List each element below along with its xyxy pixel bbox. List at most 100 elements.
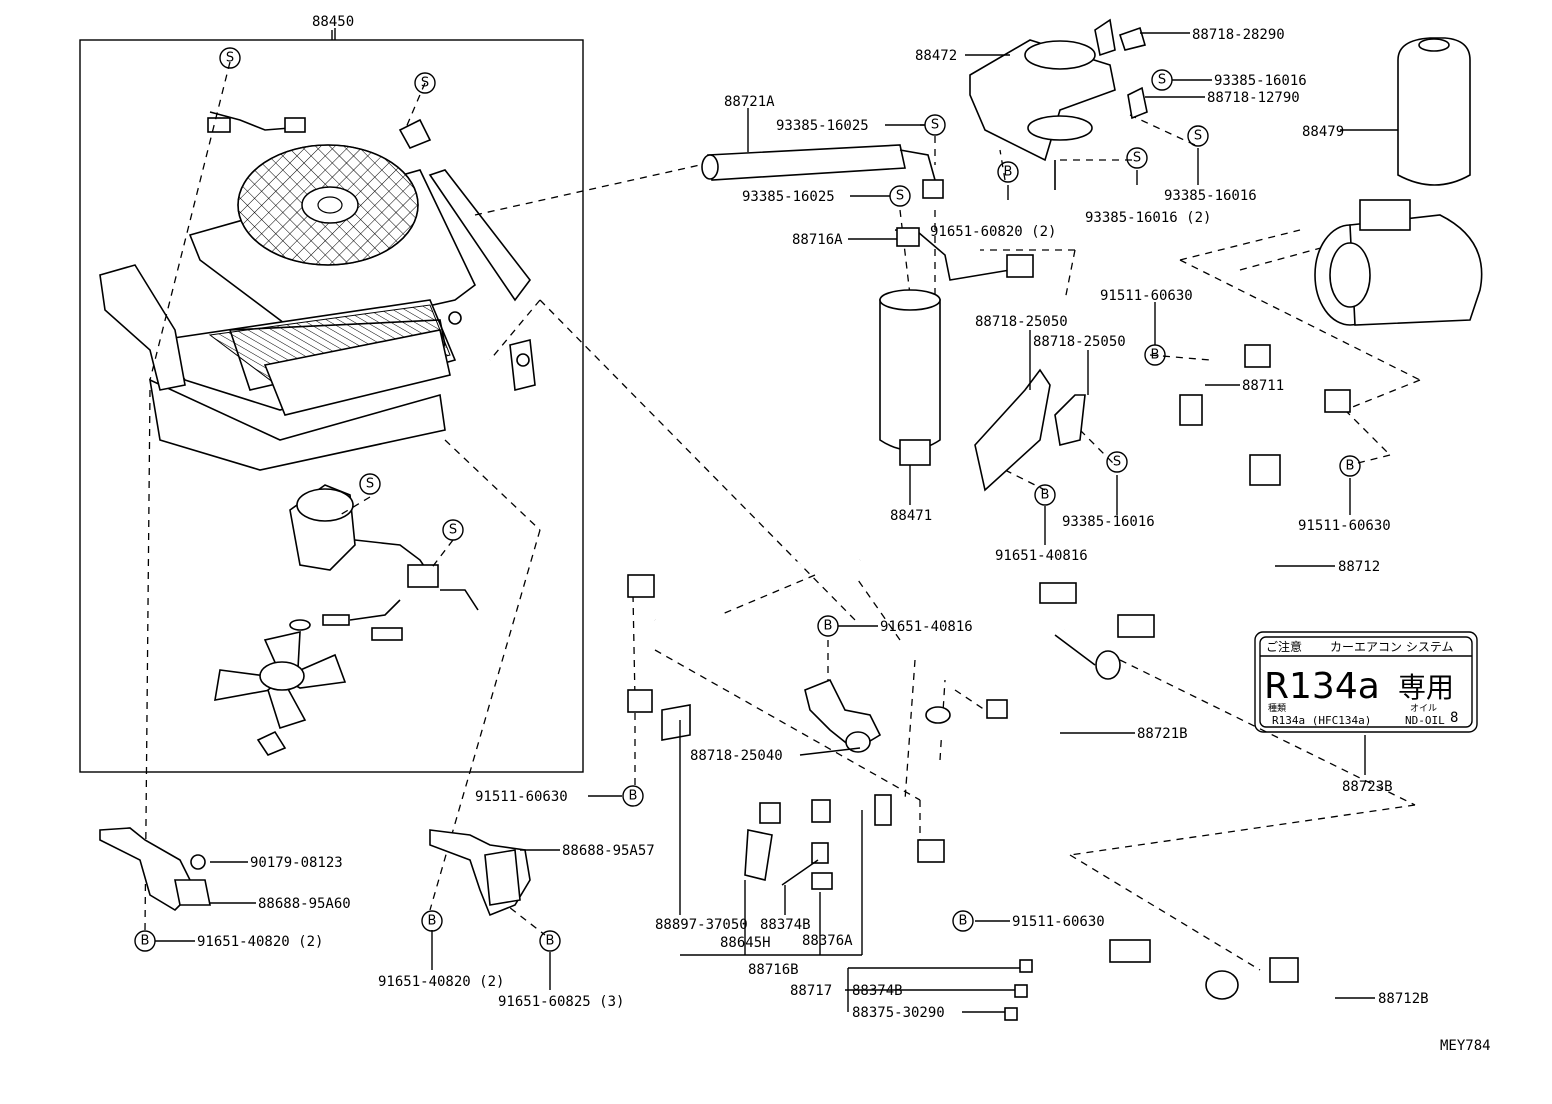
svg-text:B: B bbox=[428, 914, 437, 929]
part-label: 88376A bbox=[802, 933, 853, 949]
part-label: 91651-60825 (3) bbox=[498, 994, 624, 1010]
svg-text:S: S bbox=[1113, 455, 1121, 470]
symbol-b: B bbox=[952, 910, 974, 932]
clip-88718-28290 bbox=[1118, 26, 1147, 51]
part-label: 88450 bbox=[312, 14, 354, 30]
part-label: 93385-16025 bbox=[776, 118, 869, 134]
part-label: 91651-40816 bbox=[995, 548, 1088, 564]
clip-88718-12790 bbox=[1127, 86, 1148, 120]
svg-text:B: B bbox=[824, 619, 833, 634]
label-oil-key: オイル bbox=[1410, 703, 1437, 714]
svg-text:S: S bbox=[226, 51, 234, 66]
bracket-88718-25050-b bbox=[1054, 394, 1086, 446]
part-label: 88712 bbox=[1338, 559, 1380, 575]
part-label: 88688-95A60 bbox=[258, 896, 351, 912]
part-label: 88645H bbox=[720, 935, 771, 951]
symbol-s: S bbox=[1151, 69, 1173, 91]
part-label: 91651-40816 bbox=[880, 619, 973, 635]
label-oil-grade: 8 bbox=[1450, 710, 1458, 726]
tube-88721A bbox=[707, 144, 906, 181]
symbol-b: B bbox=[997, 161, 1019, 183]
fan-blade bbox=[214, 630, 347, 756]
cap-88897-37050 bbox=[661, 704, 691, 741]
part-label: 88717 bbox=[790, 983, 832, 999]
part-label: 91511-60630 bbox=[1012, 914, 1105, 930]
fastener-symbols: S S S S S S S S S S B B B B B B B B B B bbox=[134, 47, 1361, 952]
svg-text:B: B bbox=[1346, 459, 1355, 474]
svg-text:B: B bbox=[1151, 348, 1160, 363]
label-oil-value: ND-OIL bbox=[1405, 714, 1445, 727]
fan-nut bbox=[256, 730, 287, 756]
part-label: 93385-16016 bbox=[1062, 514, 1155, 530]
part-label: 88718-28290 bbox=[1192, 27, 1285, 43]
symbol-s: S bbox=[924, 114, 946, 136]
svg-text:S: S bbox=[896, 189, 904, 204]
svg-text:S: S bbox=[366, 477, 374, 492]
part-label: 88718-25040 bbox=[690, 748, 783, 764]
svg-text:S: S bbox=[1194, 129, 1202, 144]
switch-88645H bbox=[744, 829, 773, 881]
part-label: 91511-60630 bbox=[1100, 288, 1193, 304]
symbol-s: S bbox=[359, 473, 381, 495]
part-label: 93385-16025 bbox=[742, 189, 835, 205]
hoses bbox=[627, 344, 1351, 1030]
part-label: 88716B bbox=[748, 962, 799, 978]
symbol-b: B bbox=[622, 785, 644, 807]
label-type-value: R134a (HFC134a) bbox=[1272, 714, 1371, 727]
bracket-88472 bbox=[969, 18, 1116, 190]
part-label: 88716A bbox=[792, 232, 843, 248]
part-label: 88718-25050 bbox=[1033, 334, 1126, 350]
svg-text:B: B bbox=[959, 914, 968, 929]
symbol-s: S bbox=[1126, 147, 1148, 169]
label-header-right: カーエアコン システム bbox=[1330, 640, 1453, 654]
svg-text:B: B bbox=[629, 789, 638, 804]
part-label: 88718-25050 bbox=[975, 314, 1068, 330]
clamp-top bbox=[398, 118, 432, 150]
svg-text:B: B bbox=[546, 934, 555, 949]
part-label: 88374B bbox=[760, 917, 811, 933]
svg-text:B: B bbox=[1004, 165, 1013, 180]
lower-frame bbox=[148, 378, 446, 471]
label-header-left: ご注意 bbox=[1266, 639, 1302, 654]
leader-lines bbox=[155, 28, 1398, 1013]
top-bracket bbox=[428, 169, 532, 302]
part-label: 88723B bbox=[1342, 779, 1393, 795]
part-label: 88374B bbox=[852, 983, 903, 999]
part-label: 88375-30290 bbox=[852, 1005, 945, 1021]
refrigerant-label-plate: ご注意 カーエアコン システム R134a 専用 種類 R134a (HFC13… bbox=[1254, 631, 1478, 733]
part-label: 91651-60820 (2) bbox=[930, 224, 1056, 240]
part-label: 93385-16016 bbox=[1214, 73, 1307, 89]
part-label: 88718-12790 bbox=[1207, 90, 1300, 106]
part-labels: 88450 88721A 93385-16025 93385-16025 887… bbox=[197, 14, 1491, 1054]
svg-text:S: S bbox=[931, 118, 939, 133]
cap-88376A bbox=[811, 872, 833, 890]
part-label: 88471 bbox=[890, 508, 932, 524]
bracket-88718-25050-a bbox=[974, 368, 1051, 492]
symbol-s: S bbox=[219, 47, 241, 69]
symbol-s: S bbox=[1187, 125, 1209, 147]
part-label: 88688-95A57 bbox=[562, 843, 655, 859]
part-label: 93385-16016 (2) bbox=[1085, 210, 1211, 226]
part-label: 88479 bbox=[1302, 124, 1344, 140]
svg-text:S: S bbox=[1158, 73, 1166, 88]
part-label: 88472 bbox=[915, 48, 957, 64]
condenser-fan-assembly bbox=[79, 30, 584, 773]
symbol-s: S bbox=[889, 185, 911, 207]
svg-text:B: B bbox=[1041, 488, 1050, 503]
part-label: 91651-40820 (2) bbox=[378, 974, 504, 990]
receiver-section bbox=[701, 18, 1483, 492]
part-label: 88711 bbox=[1242, 378, 1284, 394]
nut-90179-08123 bbox=[190, 854, 206, 870]
symbol-b: B bbox=[1144, 344, 1166, 366]
symbol-b: B bbox=[421, 910, 443, 932]
compressor bbox=[1314, 199, 1483, 326]
label-main-text: R134a bbox=[1264, 666, 1380, 707]
symbol-s: S bbox=[442, 519, 464, 541]
part-label: 90179-08123 bbox=[250, 855, 343, 871]
svg-text:S: S bbox=[1133, 151, 1141, 166]
part-label: 91511-60630 bbox=[1298, 518, 1391, 534]
accumulator-88479 bbox=[1397, 37, 1471, 186]
label-main-suffix: 専用 bbox=[1398, 671, 1454, 704]
